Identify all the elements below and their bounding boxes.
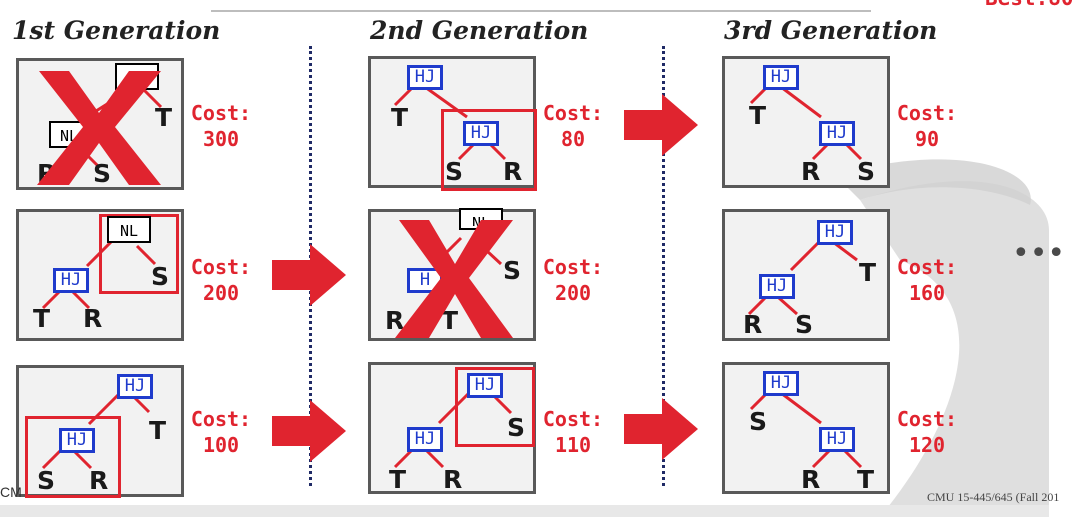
table-leaf: R	[443, 465, 463, 494]
query-plan-box: HJ HJ S T R	[368, 362, 536, 494]
plan-edges	[41, 236, 157, 310]
query-plan-box: NL HJ S T R	[16, 209, 184, 341]
hash-join-node: HJ	[819, 121, 855, 146]
cost-label: Cost:	[542, 101, 604, 125]
cost-value: 120	[908, 433, 946, 457]
query-plan-box: NL H S R T	[368, 209, 536, 341]
plan-edges	[393, 391, 513, 469]
table-leaf: R	[385, 306, 405, 335]
table-leaf: T	[155, 103, 173, 132]
cost-label: Cost:	[896, 255, 958, 279]
table-leaf: R	[89, 466, 109, 495]
subplan-highlight	[441, 109, 537, 191]
cost-label: Cost:	[190, 255, 252, 279]
cost-label: Cost:	[896, 101, 958, 125]
footer-course-label: CMU 15-445/645 (Fall 201	[927, 490, 1060, 504]
generation-title-2: 2nd Generation	[370, 16, 589, 45]
cost-label: Cost:	[190, 407, 252, 431]
footer-left-text: CM	[0, 484, 22, 500]
generation-title-1: 1st Generation	[12, 16, 221, 45]
query-plan-box: HJ HJ T S R	[368, 56, 537, 191]
cost-value: 300	[202, 127, 240, 151]
table-leaf: T	[749, 101, 767, 130]
cost-value: 200	[554, 281, 592, 305]
hash-join-node: HJ	[117, 374, 153, 399]
table-leaf: S	[507, 413, 526, 442]
next-generation-arrow	[272, 244, 346, 306]
next-generation-arrow	[624, 398, 698, 460]
cost-label: Cost:	[542, 407, 604, 431]
next-generation-arrow	[624, 94, 698, 156]
table-leaf: T	[859, 258, 877, 287]
subplan-highlight	[25, 416, 121, 498]
table-leaf: R	[801, 465, 821, 494]
cost-value: 160	[908, 281, 946, 305]
table-leaf: T	[391, 103, 409, 132]
generation-title-3: 3rd Generation	[724, 16, 938, 45]
hash-join-node: HJ	[819, 427, 855, 452]
table-leaf: T	[441, 306, 459, 335]
hash-join-node: HJ	[467, 373, 503, 398]
cost-value: 100	[202, 433, 240, 457]
more-ellipsis-icon: •••	[1012, 236, 1066, 271]
table-leaf: R	[801, 157, 821, 186]
footer-band	[0, 505, 1049, 517]
table-leaf: R	[83, 304, 103, 333]
cost-label: Cost:	[542, 255, 604, 279]
generation-separator	[662, 46, 665, 486]
hash-join-node: HJ	[759, 274, 795, 299]
table-leaf: T	[149, 416, 167, 445]
table-leaf: T	[857, 465, 875, 494]
cost-value: 80	[560, 127, 586, 151]
hash-join-node: HJ	[463, 121, 499, 146]
table-leaf: T	[33, 304, 51, 333]
hash-join-node: HJ	[763, 65, 799, 90]
table-leaf: T	[389, 465, 407, 494]
rejected-x-icon	[395, 220, 513, 338]
table-leaf: S	[795, 310, 814, 339]
table-leaf: S	[749, 407, 768, 436]
hash-join-node: HJ	[59, 428, 95, 453]
query-plan-box: HJ HJ T R S	[722, 56, 890, 188]
table-leaf: S	[37, 466, 56, 495]
table-leaf: S	[503, 256, 522, 285]
table-leaf: S	[445, 157, 464, 186]
hash-join-node: HJ	[407, 65, 443, 90]
title-divider	[211, 10, 871, 12]
cost-value: 200	[202, 281, 240, 305]
query-plan-box: HJ HJ T S R	[16, 365, 184, 498]
table-leaf: S	[151, 262, 170, 291]
cost-label: Cost:	[190, 101, 252, 125]
best-cost-label: Best:80	[985, 0, 1074, 10]
next-generation-arrow	[272, 400, 346, 462]
hash-join-node: HJ	[407, 427, 443, 452]
cost-label: Cost:	[896, 407, 958, 431]
plan-edges	[747, 240, 858, 316]
table-leaf: S	[93, 159, 112, 188]
query-plan-box: NL NL T R S	[16, 58, 184, 190]
cost-value: 110	[554, 433, 592, 457]
query-plan-box: HJ HJ T R S	[722, 209, 890, 341]
query-plan-box: HJ HJ S R T	[722, 362, 890, 494]
table-leaf: R	[743, 310, 763, 339]
nested-loop-join-node: NL	[109, 218, 149, 241]
table-leaf: R	[503, 157, 523, 186]
hash-join-node: HJ	[53, 268, 89, 293]
table-leaf: S	[857, 157, 876, 186]
hash-join-node: HJ	[763, 371, 799, 396]
cost-value: 90	[914, 127, 940, 151]
hash-join-node: HJ	[817, 220, 853, 245]
rejected-x-icon	[37, 71, 161, 185]
